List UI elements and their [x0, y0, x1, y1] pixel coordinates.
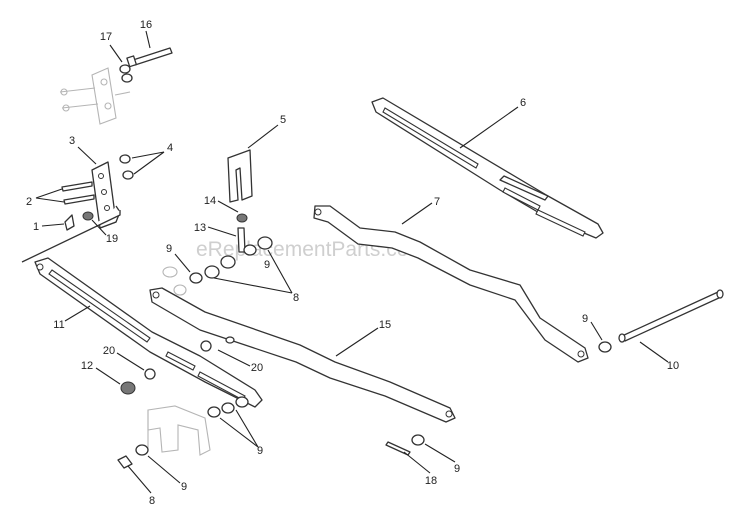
- ghost-washers: [162, 266, 187, 296]
- part-18-pin: [385, 441, 411, 456]
- ghost-bracket-lower: [147, 405, 211, 456]
- callout-12: 12: [81, 360, 93, 372]
- part-3-bracket: [91, 161, 121, 229]
- callout-9a: 9: [166, 243, 172, 255]
- callout-15: 15: [379, 319, 391, 331]
- callout-10: 10: [667, 360, 679, 372]
- callout-2: 2: [26, 196, 32, 208]
- part-16-bolt: [126, 47, 173, 68]
- part-14-nut: [236, 213, 248, 223]
- leader-lines: [35, 30, 669, 494]
- part-6-slotted-bar: [371, 97, 604, 239]
- part-10-rod: [618, 289, 724, 343]
- callout-labels: 16 17 3 4 2 1 19 5 14 13 9 9 8 6 7 9 10 …: [26, 19, 679, 507]
- centre-washers: [189, 236, 273, 284]
- callout-3: 3: [69, 135, 75, 147]
- part-8-clip: [117, 455, 133, 469]
- callout-9f: 9: [454, 463, 460, 475]
- callout-9e: 9: [181, 481, 187, 493]
- part-9-washer-right: [598, 341, 612, 353]
- callout-20a: 20: [103, 345, 115, 357]
- part-17-nut: [119, 64, 133, 83]
- callout-9b: 9: [264, 259, 270, 271]
- callout-4: 4: [167, 142, 173, 154]
- part-9-washer-lower-right: [411, 434, 425, 446]
- callout-8b: 8: [149, 495, 155, 507]
- callout-18: 18: [425, 475, 437, 487]
- part-20-washers: [144, 336, 235, 380]
- part-1-pin: [64, 214, 75, 231]
- callout-8a: 8: [293, 292, 299, 304]
- part-19-nut: [82, 211, 94, 221]
- callout-16: 16: [140, 19, 152, 31]
- ghost-bracket-upper: [59, 67, 131, 125]
- part-7-bent-rod: [313, 205, 589, 363]
- callout-14: 14: [204, 195, 216, 207]
- part-4-nuts: [119, 154, 134, 180]
- callout-7: 7: [434, 196, 440, 208]
- part-2-bolts: [61, 181, 95, 205]
- callout-20b: 20: [251, 362, 263, 374]
- callout-6: 6: [520, 97, 526, 109]
- part-12-nut: [120, 381, 136, 395]
- part-9-washers-lower: [135, 396, 249, 456]
- callout-9c: 9: [582, 313, 588, 325]
- callout-5: 5: [280, 114, 286, 126]
- callout-19: 19: [106, 233, 118, 245]
- part-11-slotted-bar: [34, 257, 263, 408]
- callout-11: 11: [53, 319, 64, 331]
- callout-1: 1: [33, 221, 39, 233]
- callout-17: 17: [100, 31, 112, 43]
- callout-9d: 9: [257, 445, 263, 457]
- part-5-clip: [227, 149, 253, 203]
- callout-13: 13: [194, 222, 206, 234]
